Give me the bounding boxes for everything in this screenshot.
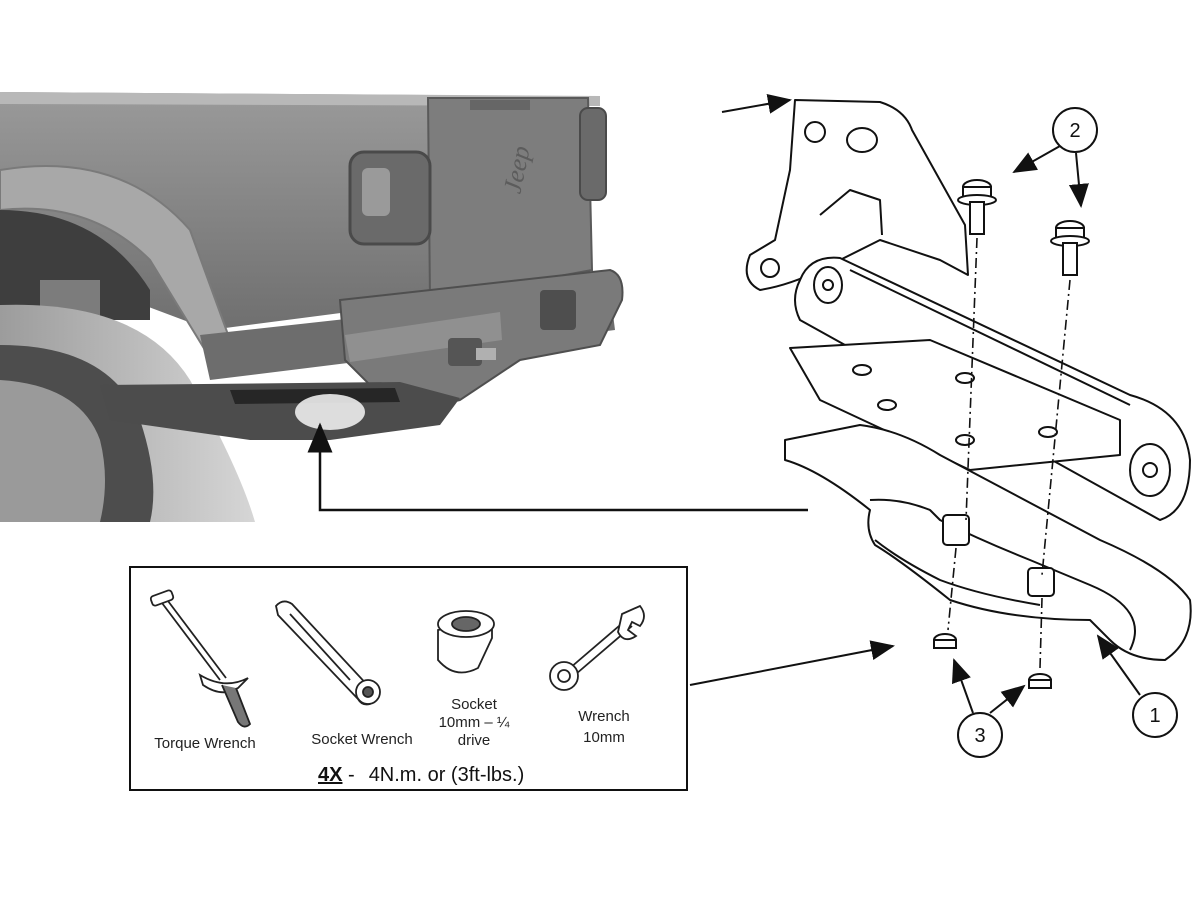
nut-right — [1028, 673, 1052, 689]
callout-1: 1 — [1096, 634, 1178, 738]
tools-pointer-arrow — [689, 640, 895, 686]
location-leader — [307, 422, 808, 512]
tools-box: Torque Wrench Socket Wrench Socket 10mm … — [129, 566, 688, 791]
socket-label-line3: drive — [458, 732, 491, 749]
bracket-pointer-arrow — [721, 93, 792, 114]
socket-wrench-icon — [275, 600, 381, 706]
svg-text:1: 1 — [1149, 705, 1160, 727]
wrench-label-line2: 10mm — [583, 729, 625, 746]
fastener-centerlines — [947, 237, 1071, 669]
step-assembly-exploded-view — [745, 99, 1192, 661]
nut-left — [933, 633, 957, 649]
torque-wrench-icon — [149, 589, 252, 728]
callout-3: 3 — [952, 658, 1026, 758]
socket-icon — [437, 610, 495, 674]
svg-text:3: 3 — [974, 725, 985, 747]
torque-separator: - — [342, 764, 354, 786]
mounting-plate — [789, 339, 1121, 471]
wrench-label-line1: Wrench — [578, 708, 629, 725]
torque-quantity: 4X — [318, 764, 343, 786]
combination-wrench-icon — [549, 604, 645, 691]
tail-light-right — [579, 107, 607, 201]
bolt-left — [957, 179, 997, 235]
callout-2: 2 — [1012, 107, 1098, 208]
torque-wrench-label: Torque Wrench — [154, 735, 255, 752]
socket-wrench-label: Socket Wrench — [311, 731, 412, 748]
socket-label-line2: 10mm – ¼ — [439, 714, 510, 731]
tailgate — [426, 97, 594, 302]
torque-value: 4N.m. or (3ft-lbs.) — [369, 764, 525, 786]
truck-rear-illustration: Jeep — [0, 92, 624, 522]
socket-label-line1: Socket — [451, 696, 498, 713]
bolt-right — [1050, 220, 1090, 276]
torque-spec: 4X -4N.m. or (3ft-lbs.) — [318, 764, 524, 786]
svg-text:2: 2 — [1069, 120, 1080, 142]
